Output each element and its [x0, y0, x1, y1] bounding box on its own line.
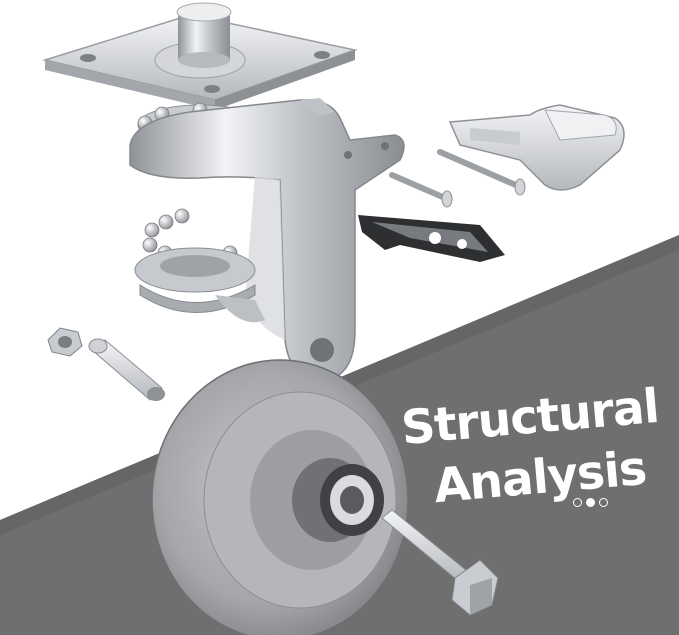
hex-nut	[47, 327, 83, 357]
indicator-dot-active	[586, 498, 595, 507]
indicator-dot	[573, 498, 582, 507]
slide-indicator	[573, 498, 608, 507]
brake-lever	[448, 104, 625, 191]
spacer-tube	[88, 338, 165, 401]
brake-spring-plate	[358, 215, 505, 262]
indicator-dot	[599, 498, 608, 507]
fork-bracket	[129, 98, 405, 381]
axle-bolt	[381, 509, 499, 616]
lower-bearing	[134, 208, 265, 323]
axle-pins	[389, 149, 526, 208]
caster-wheel	[151, 359, 409, 635]
kingpin-stem	[176, 2, 232, 68]
